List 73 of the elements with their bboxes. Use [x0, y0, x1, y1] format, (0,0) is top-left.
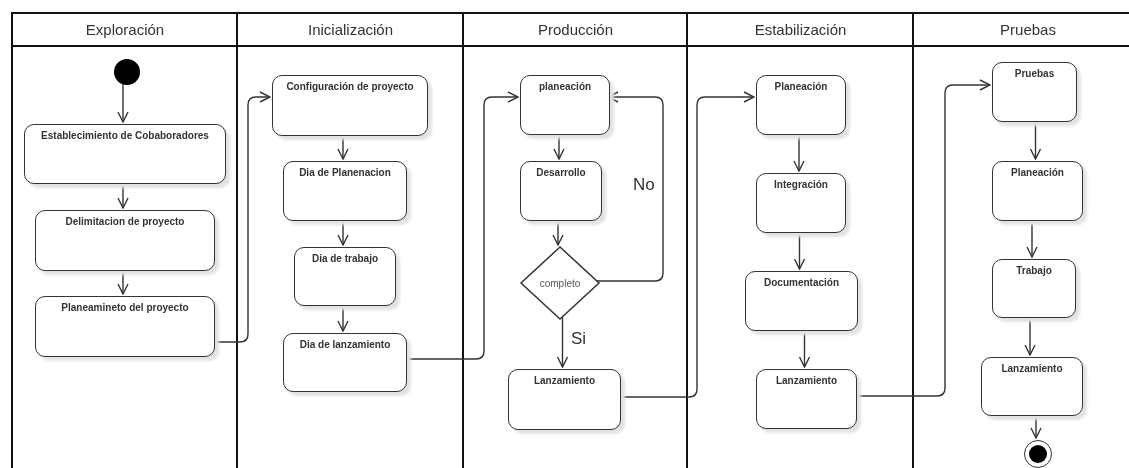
arrow	[596, 91, 664, 282]
activity-box	[520, 161, 602, 221]
activity-box	[35, 296, 215, 357]
swimlane	[686, 12, 913, 468]
activity-label: Trabajo	[1016, 265, 1052, 278]
lane-title: Producción	[537, 21, 613, 38]
arrow	[556, 316, 569, 368]
edge-label: No	[633, 176, 655, 193]
arrow	[404, 91, 519, 360]
activity-label: Delimitacion de proyecto	[65, 216, 185, 229]
activity-label: Dia de lanzamiento	[299, 339, 391, 352]
arrow	[212, 91, 271, 343]
activity-label: Lanzamiento	[1001, 363, 1063, 376]
arrow	[117, 82, 129, 123]
swimlane	[236, 12, 463, 468]
decision-label: completo	[539, 277, 581, 289]
arrow	[1024, 315, 1036, 356]
activity-label: Dia de Planenacion	[299, 167, 391, 180]
arrow	[793, 230, 806, 270]
activity-box	[981, 357, 1083, 416]
arrow	[798, 328, 811, 368]
activity-label: Integración	[774, 179, 828, 192]
activity-label: Desarrollo	[536, 167, 586, 180]
activity-label: Documentación	[764, 277, 839, 290]
arrow	[618, 91, 755, 398]
activity-label: Dia de trabajo	[311, 253, 379, 266]
lane-title: Estabilización	[754, 21, 847, 38]
arrow	[1026, 218, 1038, 258]
swimlane	[11, 12, 237, 468]
lane-title: Pruebas	[1000, 21, 1056, 38]
end-node	[1024, 440, 1052, 468]
arrow	[1029, 119, 1042, 160]
activity-label: Lanzamiento	[533, 375, 596, 388]
activity-label: Planeamineto del proyecto	[61, 302, 189, 315]
activity-label: planeación	[538, 81, 592, 94]
arrow	[552, 218, 564, 246]
arrow	[337, 133, 349, 160]
activity-box	[283, 333, 407, 392]
activity-label: Configuración de proyecto	[286, 81, 414, 94]
activity-label: Pruebas	[1014, 68, 1055, 81]
activity-box	[272, 75, 428, 136]
activity-label: Lanzamiento	[775, 375, 838, 388]
activity-label: Planeación	[1011, 167, 1064, 180]
activity-box	[24, 124, 226, 184]
arrow	[793, 132, 805, 172]
arrow	[1030, 413, 1042, 439]
activity-box	[745, 271, 858, 331]
activity-label: Planeación	[774, 81, 828, 94]
swimlane	[462, 12, 687, 468]
lane-title: Inicialización	[307, 21, 393, 38]
arrow	[337, 218, 349, 246]
activity-box	[992, 259, 1076, 318]
decision-diamond	[521, 247, 599, 319]
arrow	[117, 181, 129, 209]
activity-box	[756, 75, 846, 135]
activity-box	[992, 62, 1077, 122]
activity-box	[294, 247, 396, 306]
start-node	[114, 59, 140, 85]
arrow	[553, 132, 565, 160]
arrow	[337, 303, 349, 332]
activity-box	[508, 369, 621, 430]
activity-label: Establecimiento de Cobaboradores	[41, 130, 209, 143]
activity-box	[35, 210, 215, 271]
activity-box	[756, 369, 857, 429]
arrow	[117, 268, 129, 295]
activity-box	[283, 161, 407, 221]
activity-box	[992, 161, 1083, 221]
lane-title: Exploración	[85, 21, 165, 38]
arrow	[854, 79, 991, 397]
edge-label: Si	[571, 330, 587, 347]
swimlane	[912, 12, 1129, 468]
activity-box	[756, 173, 846, 233]
activity-box	[520, 75, 610, 135]
